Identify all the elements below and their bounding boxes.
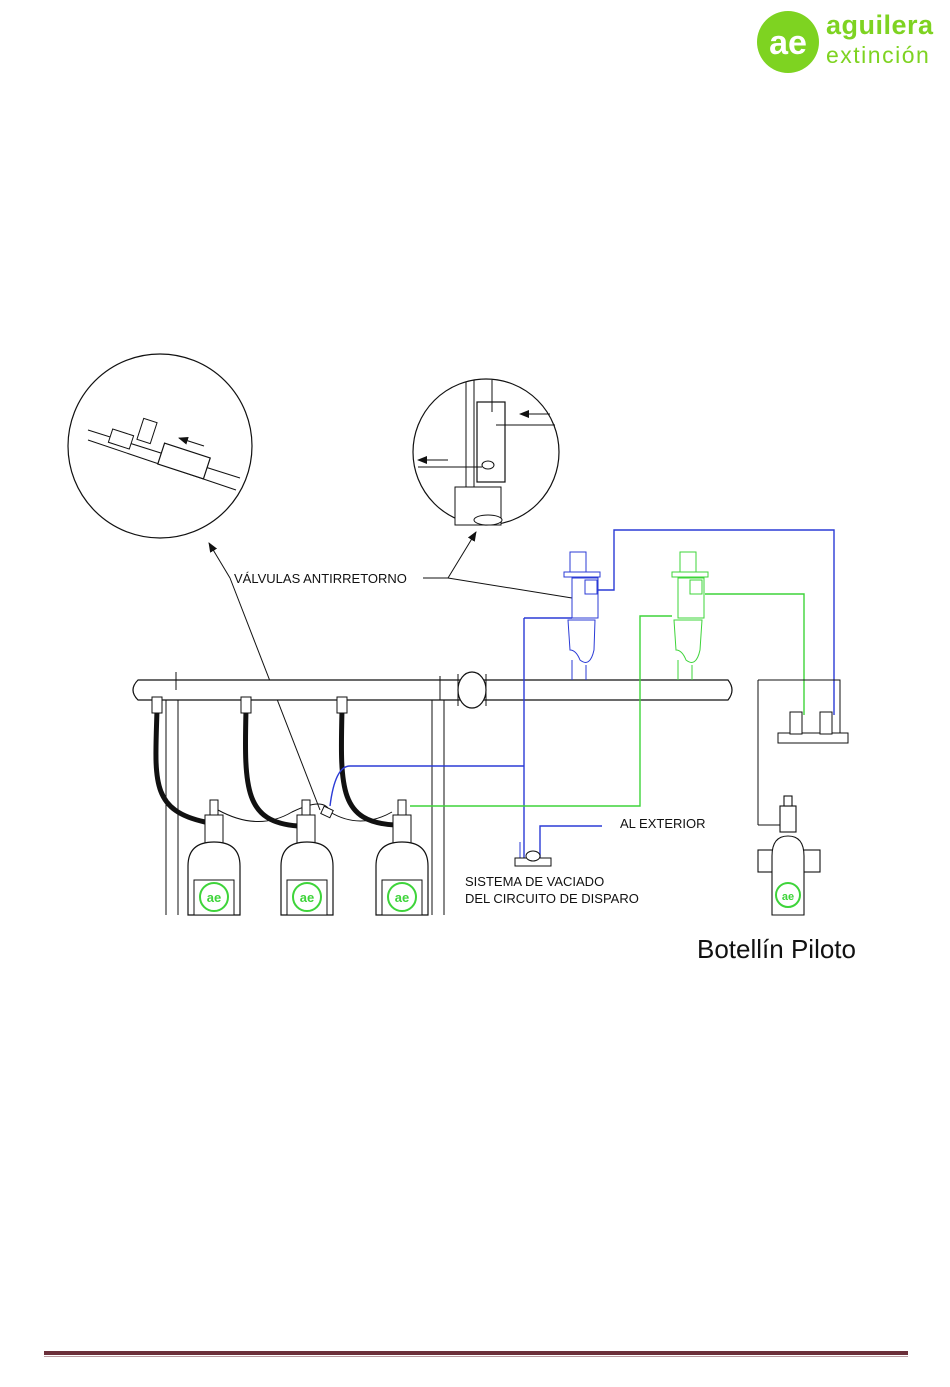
cylinder-2-mark: ae <box>300 890 314 905</box>
check-valves-label: VÁLVULAS ANTIRRETORNO <box>234 571 407 586</box>
cylinder-3-mark: ae <box>395 890 409 905</box>
drain-system-label-line1: SISTEMA DE VACIADO <box>465 874 604 889</box>
schematic-drawing: ae ae ae <box>0 0 950 1000</box>
drain-system-label-line2: DEL CIRCUITO DE DISPARO <box>465 891 639 906</box>
cylinder-1-mark: ae <box>207 890 221 905</box>
detail-circle-left <box>68 354 252 538</box>
footer-rule <box>44 1351 908 1355</box>
outside-label: AL EXTERIOR <box>620 816 705 831</box>
footer-rule-thin <box>44 1356 908 1357</box>
blue-actuator <box>564 552 600 680</box>
detail-circle-right <box>413 379 559 525</box>
pilot-cylinder-mark: ae <box>782 891 794 903</box>
flexible-hoses <box>156 710 395 826</box>
pilot-cylinder-label: Botellín Piloto <box>697 934 856 965</box>
check-valve-small <box>321 806 333 817</box>
green-actuator <box>672 552 708 680</box>
